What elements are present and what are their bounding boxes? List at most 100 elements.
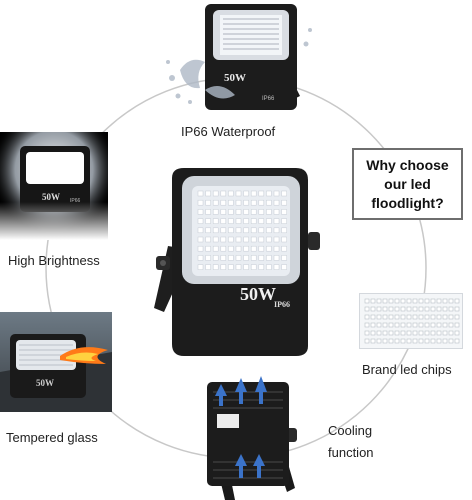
led-dot [235, 199, 242, 206]
led-chip [394, 322, 400, 328]
led-chip [406, 322, 412, 328]
led-dot [258, 218, 265, 224]
cooling-label-line-2: function [328, 445, 374, 460]
led-dot [281, 236, 287, 243]
led-chip [382, 314, 388, 320]
led-dot [281, 255, 287, 261]
led-chip [430, 330, 436, 336]
led-dot [258, 245, 265, 252]
led-dot [220, 199, 227, 206]
led-dot [212, 245, 219, 252]
led-dot [205, 218, 211, 224]
callout-line-2: our led [384, 175, 431, 192]
led-chip [406, 306, 412, 312]
main-floodlight-image: 50W IP66 [148, 160, 330, 360]
airflow-arrow-icon [215, 376, 267, 478]
led-chip [430, 298, 436, 304]
product-wattage-text: 50W [224, 72, 246, 84]
led-dot [235, 209, 242, 215]
led-chip [376, 322, 382, 328]
led-chip [430, 322, 436, 328]
waterproof-label: IP66 Waterproof [181, 124, 276, 139]
led-dot [243, 209, 249, 215]
water-splash-icon [166, 28, 312, 104]
callout-line-1: Why choose [366, 156, 449, 173]
led-dot [220, 255, 227, 261]
led-chip [376, 338, 382, 344]
high-brightness-image: 50W IP66 [0, 132, 108, 240]
led-dot [205, 190, 211, 197]
led-chip [400, 322, 406, 328]
led-chip [436, 314, 442, 320]
led-chip [364, 330, 370, 336]
led-dot [220, 227, 227, 234]
led-chip [454, 306, 460, 312]
led-dot [258, 190, 265, 197]
led-dot [250, 209, 257, 215]
led-dot [258, 199, 265, 206]
led-chip [388, 322, 394, 328]
led-chip [430, 338, 436, 344]
led-dot [205, 264, 211, 270]
led-chip [406, 298, 412, 304]
glass-wattage-text: 50W [36, 378, 54, 388]
led-dot [243, 236, 249, 243]
flame-icon [60, 347, 108, 364]
led-chip [412, 322, 418, 328]
led-chip [448, 330, 454, 336]
main-rating-text: IP66 [274, 300, 290, 309]
led-chip [364, 306, 370, 312]
led-chip [436, 338, 442, 344]
led-chip [448, 298, 454, 304]
led-dot [205, 245, 211, 252]
led-dot [266, 264, 272, 270]
led-dot [250, 264, 257, 270]
led-dot [273, 245, 280, 252]
led-dot [243, 255, 249, 261]
product-rating-text: IP66 [262, 96, 275, 102]
led-dot [228, 236, 234, 243]
led-dot [228, 209, 234, 215]
led-dot [205, 255, 211, 261]
led-dot [243, 190, 249, 197]
cooling-label: Cooling function [328, 420, 374, 464]
led-chip [394, 298, 400, 304]
led-chip [412, 298, 418, 304]
led-chip [394, 330, 400, 336]
led-chip [412, 338, 418, 344]
led-chip [376, 298, 382, 304]
led-dot [281, 218, 287, 224]
led-chip [406, 330, 412, 336]
led-chip [388, 338, 394, 344]
led-chip [418, 338, 424, 344]
led-dot [197, 209, 204, 215]
led-dot [258, 255, 265, 261]
led-dot [273, 190, 280, 197]
led-chip [448, 338, 454, 344]
led-chip [382, 338, 388, 344]
led-chip [370, 322, 376, 328]
led-chip [442, 322, 448, 328]
led-dot [250, 199, 257, 206]
led-chip [376, 306, 382, 312]
led-dot [266, 236, 272, 243]
led-chip [412, 306, 418, 312]
led-dot [220, 218, 227, 224]
led-chip [364, 298, 370, 304]
led-dot [228, 199, 234, 206]
led-chip [382, 306, 388, 312]
led-dot [243, 245, 249, 252]
led-chip [382, 330, 388, 336]
led-dot [258, 236, 265, 243]
led-dot [197, 255, 204, 261]
led-chip [400, 314, 406, 320]
brightness-label: High Brightness [8, 253, 100, 268]
led-dot [205, 236, 211, 243]
led-chip [442, 306, 448, 312]
led-dot [250, 190, 257, 197]
cooling-label-line-1: Cooling [328, 423, 373, 438]
led-chip [454, 298, 460, 304]
led-dot [212, 227, 219, 234]
led-dot [212, 264, 219, 270]
callout-line-3: floodlight? [371, 194, 444, 211]
